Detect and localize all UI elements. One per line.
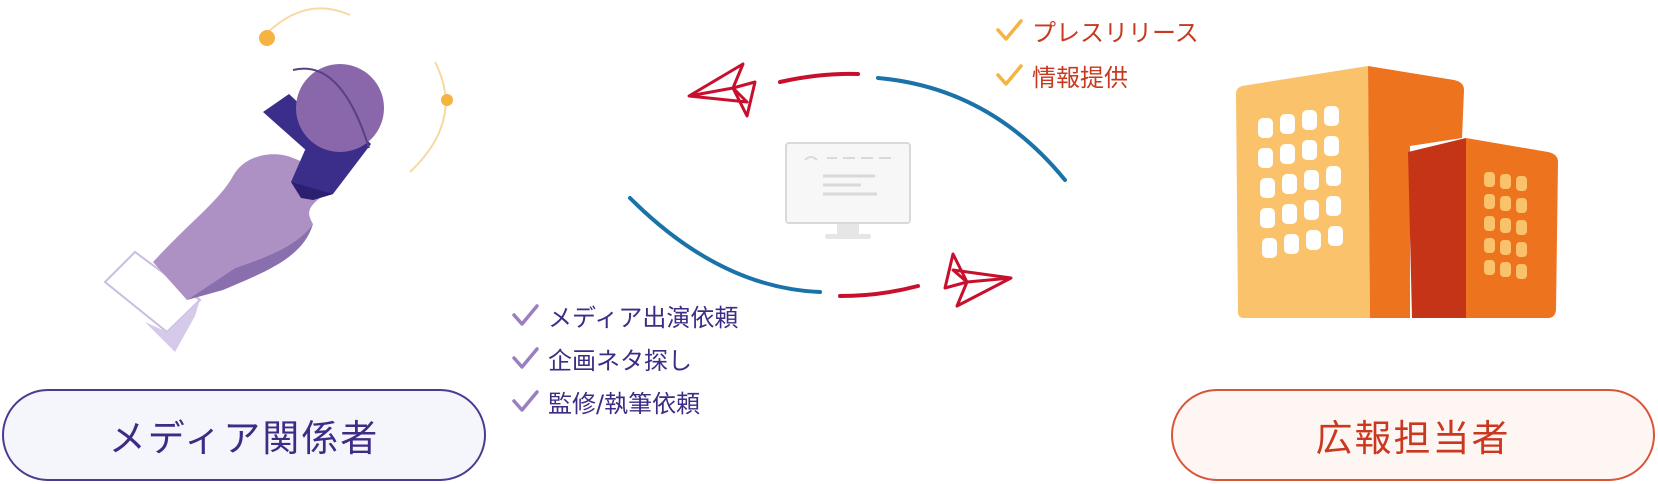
check-icon <box>996 63 1023 86</box>
paper-plane-left-icon <box>687 62 757 118</box>
media-need-label: 企画ネタ探し <box>548 347 692 375</box>
media-need-label: メディア出演依頼 <box>548 304 739 332</box>
list-item: メディア出演依頼 <box>510 294 738 337</box>
pr-offer-label: プレスリリース <box>1032 19 1199 47</box>
computer-monitor-icon <box>785 142 911 239</box>
pr-offers-list: プレスリリース 情報提供 <box>994 8 1199 98</box>
office-building-icon <box>1236 66 1558 318</box>
check-icon <box>512 346 539 369</box>
check-icon <box>512 303 539 326</box>
media-needs-list: メディア出演依頼 企画ネタ探し 監修/執筆依頼 <box>510 294 738 423</box>
media-label-pill: メディア関係者 <box>2 389 486 481</box>
list-item: 監修/執筆依頼 <box>510 380 738 423</box>
microphone-hand-icon <box>103 7 453 352</box>
list-item: 情報提供 <box>994 53 1199 98</box>
list-item: プレスリリース <box>994 8 1199 53</box>
list-item: 企画ネタ探し <box>510 337 738 380</box>
media-label: メディア関係者 <box>108 417 380 460</box>
pr-offer-label: 情報提供 <box>1032 64 1128 92</box>
paper-plane-right-icon <box>943 252 1013 308</box>
check-icon <box>512 389 539 412</box>
pr-label-pill: 広報担当者 <box>1171 389 1655 481</box>
check-icon <box>996 18 1023 41</box>
media-need-label: 監修/執筆依頼 <box>548 390 701 418</box>
pr-label: 広報担当者 <box>1315 417 1511 460</box>
